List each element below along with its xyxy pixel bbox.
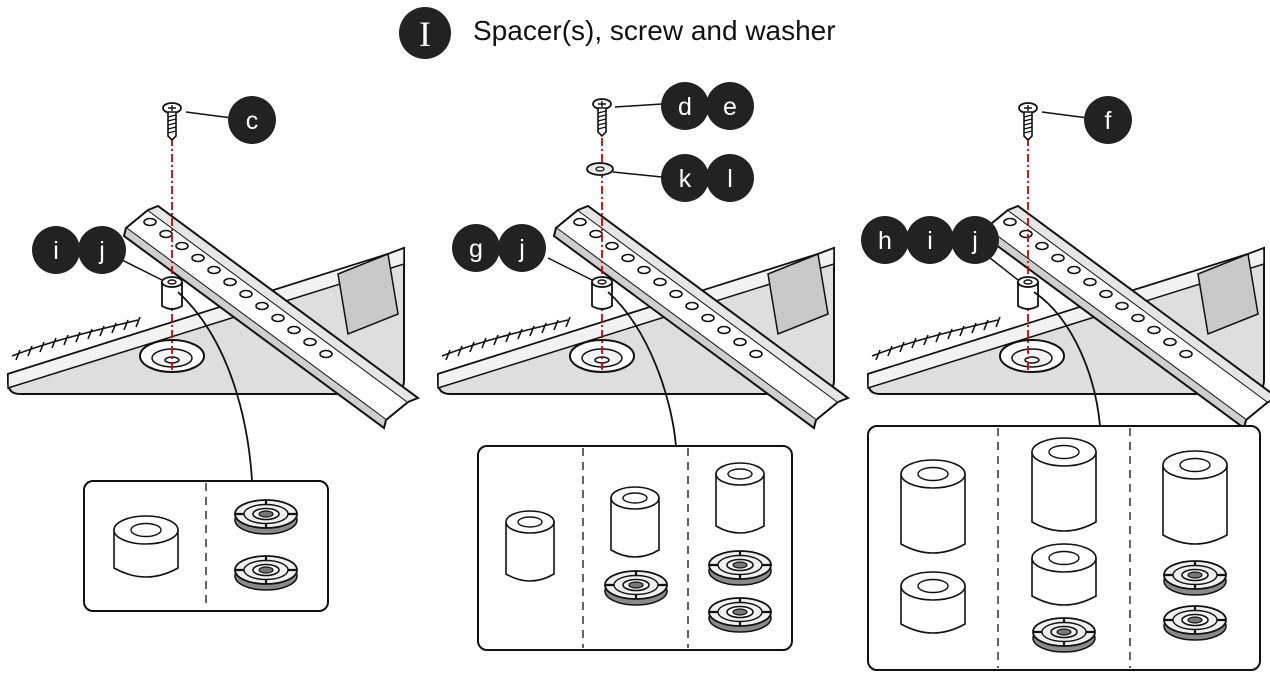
screw-icon [1018, 102, 1038, 141]
svg-text:j: j [98, 237, 105, 265]
screw-icon [162, 102, 182, 141]
svg-text:d: d [678, 93, 692, 121]
callout-h: h [861, 216, 909, 264]
screw-icon [592, 98, 612, 137]
washer-icon [586, 162, 614, 176]
callout-j: j [498, 224, 546, 272]
step-badge [399, 7, 451, 59]
detail-box-1 [83, 480, 329, 612]
callout-i: i [32, 226, 80, 274]
svg-text:f: f [1105, 107, 1112, 135]
step-number: I [419, 14, 431, 54]
callout-c: c [228, 96, 276, 144]
callout-e: e [706, 82, 754, 130]
callout-i: i [906, 216, 954, 264]
callout-l: l [706, 154, 754, 202]
callout-f: f [1084, 96, 1132, 144]
panel-1-illustration: c i j [7, 96, 419, 612]
callout-g: g [452, 224, 500, 272]
callout-j: j [951, 216, 999, 264]
svg-text:c: c [246, 107, 259, 135]
callout-d: d [661, 82, 709, 130]
svg-text:e: e [723, 93, 737, 121]
callout-k: k [661, 154, 709, 202]
detail-box-3 [867, 425, 1261, 671]
svg-text:g: g [469, 235, 483, 263]
svg-text:h: h [878, 227, 892, 255]
svg-text:i: i [927, 227, 933, 255]
svg-text:j: j [518, 235, 525, 263]
svg-text:l: l [727, 165, 733, 193]
callout-j: j [78, 226, 126, 274]
svg-text:k: k [679, 165, 692, 193]
svg-text:i: i [53, 237, 59, 265]
svg-text:j: j [971, 227, 978, 255]
detail-box-2 [477, 445, 793, 651]
panel-2-illustration: d e k l g j [437, 82, 849, 651]
page-title: Spacer(s), screw and washer [473, 15, 836, 46]
panel-3-illustration: f h i j [861, 96, 1270, 671]
